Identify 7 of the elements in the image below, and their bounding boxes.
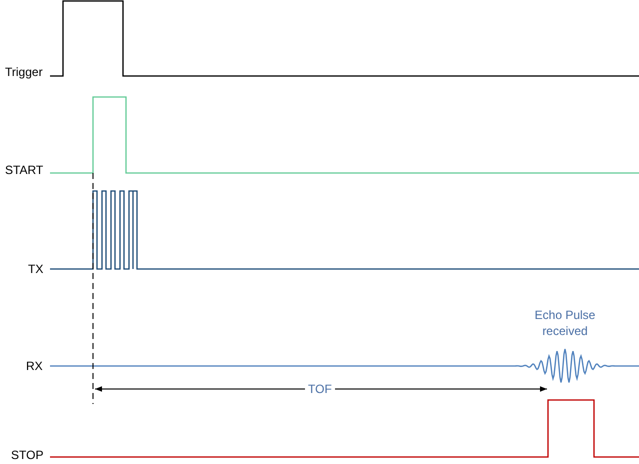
signal-label: Trigger: [5, 65, 43, 79]
signal-label: RX: [26, 359, 43, 373]
signal-label: STOP: [11, 448, 44, 462]
signal-label: START: [5, 163, 44, 177]
signal-label: TX: [28, 262, 44, 276]
annotation-label: Echo Pulse received: [534, 307, 596, 339]
dimension-label: TOF: [305, 382, 335, 396]
